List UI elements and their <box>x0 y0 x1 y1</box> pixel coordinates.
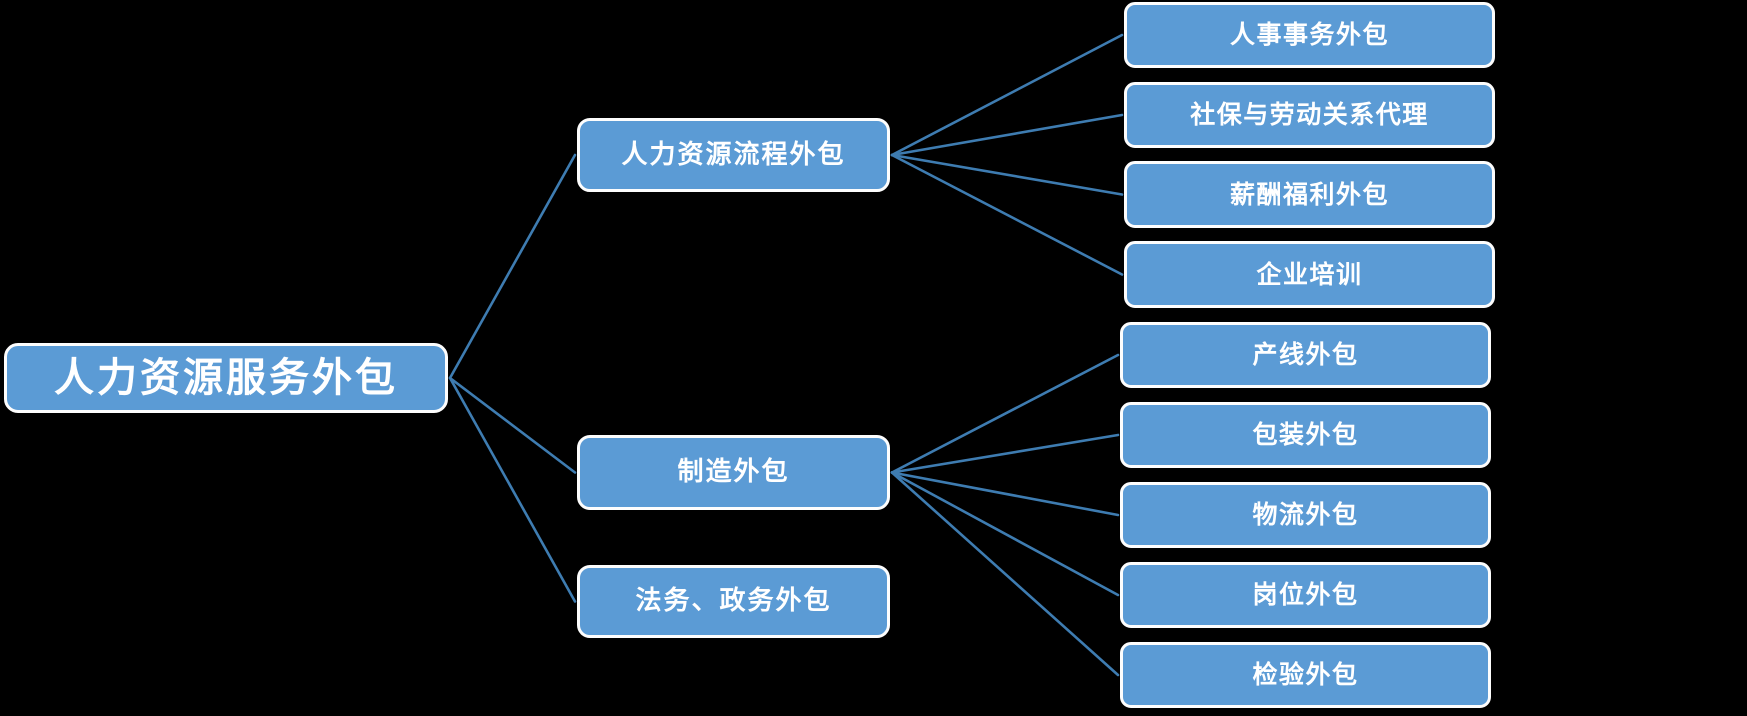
root-node[interactable]: 人力资源服务外包 <box>4 343 448 413</box>
edge-root-to-人力资源流程外包 <box>448 153 577 380</box>
edge-制造外包-to-物流外包 <box>890 471 1120 517</box>
edge-人力资源流程外包-to-社保与劳动关系代理 <box>890 113 1124 157</box>
leaf-node-社保与劳动关系代理-label: 社保与劳动关系代理 <box>1190 100 1429 130</box>
leaf-node-薪酬福利外包-label: 薪酬福利外包 <box>1229 179 1389 209</box>
branch-node-人力资源流程外包-label: 人力资源流程外包 <box>621 139 846 170</box>
leaf-node-人事事务外包[interactable]: 人事事务外包 <box>1124 2 1495 68</box>
leaf-node-物流外包[interactable]: 物流外包 <box>1120 482 1491 548</box>
root-node-label: 人力资源服务外包 <box>54 355 398 401</box>
leaf-node-产线外包[interactable]: 产线外包 <box>1120 322 1491 388</box>
leaf-node-企业培训[interactable]: 企业培训 <box>1124 241 1495 308</box>
leaf-node-人事事务外包-label: 人事事务外包 <box>1229 20 1389 50</box>
edge-人力资源流程外包-to-人事事务外包 <box>890 33 1124 157</box>
leaf-node-包装外包-label: 包装外包 <box>1252 420 1359 450</box>
edge-root-to-制造外包 <box>448 376 577 474</box>
leaf-node-岗位外包-label: 岗位外包 <box>1252 580 1359 610</box>
edge-人力资源流程外包-to-薪酬福利外包 <box>890 153 1124 196</box>
branch-node-法务-政务外包[interactable]: 法务、政务外包 <box>577 565 890 638</box>
edge-人力资源流程外包-to-企业培训 <box>890 153 1124 276</box>
leaf-node-物流外包-label: 物流外包 <box>1252 500 1359 530</box>
leaf-node-企业培训-label: 企业培训 <box>1256 259 1363 289</box>
edge-制造外包-to-检验外包 <box>890 471 1120 677</box>
branch-node-人力资源流程外包[interactable]: 人力资源流程外包 <box>577 118 890 192</box>
leaf-node-社保与劳动关系代理[interactable]: 社保与劳动关系代理 <box>1124 82 1495 148</box>
leaf-node-薪酬福利外包[interactable]: 薪酬福利外包 <box>1124 161 1495 228</box>
edge-root-to-法务-政务外包 <box>448 376 577 603</box>
branch-node-制造外包[interactable]: 制造外包 <box>577 435 890 510</box>
leaf-node-岗位外包[interactable]: 岗位外包 <box>1120 562 1491 628</box>
edge-制造外包-to-产线外包 <box>890 353 1120 474</box>
leaf-node-包装外包[interactable]: 包装外包 <box>1120 402 1491 468</box>
edge-制造外包-to-岗位外包 <box>890 471 1120 597</box>
leaf-node-检验外包[interactable]: 检验外包 <box>1120 642 1491 708</box>
edge-制造外包-to-包装外包 <box>890 433 1120 474</box>
leaf-node-产线外包-label: 产线外包 <box>1252 340 1359 370</box>
branch-node-法务-政务外包-label: 法务、政务外包 <box>635 586 832 617</box>
leaf-node-检验外包-label: 检验外包 <box>1252 660 1359 690</box>
branch-node-制造外包-label: 制造外包 <box>677 457 790 488</box>
